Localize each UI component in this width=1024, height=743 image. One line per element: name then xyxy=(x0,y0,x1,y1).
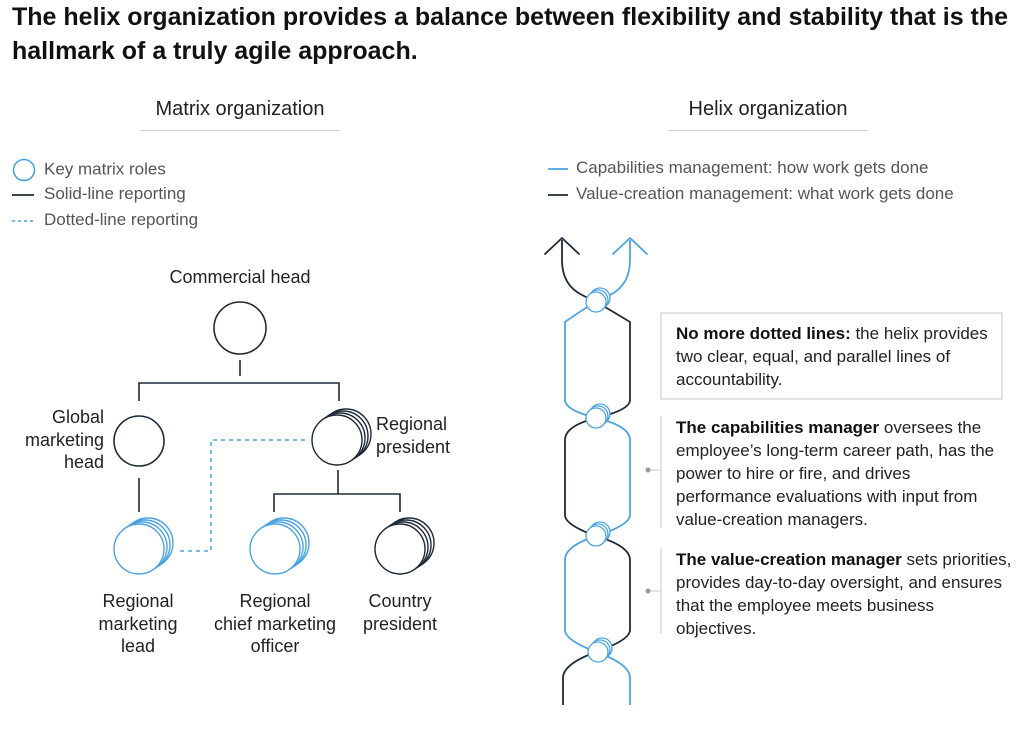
callout-body: sets priorities, provides day-to-day ove… xyxy=(676,550,1012,638)
legend-value-creation: Value-creation management: what work get… xyxy=(548,184,954,204)
blue-line-icon xyxy=(548,167,568,170)
helix-crossing-node xyxy=(585,403,611,429)
solid-line-icon xyxy=(12,193,34,196)
label-line: president xyxy=(376,436,451,457)
regional-cmo-node xyxy=(249,517,310,575)
dark-line-icon xyxy=(548,193,568,196)
regional-marketing-lead-label: Regional marketing lead xyxy=(78,590,198,658)
dotted-line-icon xyxy=(12,219,34,222)
label-line: marketing xyxy=(24,429,104,450)
matrix-heading-rule xyxy=(140,130,340,131)
callout-dot xyxy=(645,588,651,594)
helix-crossing-node xyxy=(587,637,613,663)
legend-key-roles: Key matrix roles xyxy=(12,158,166,182)
solid-reporting-lines xyxy=(138,360,401,512)
callout-dotted-lines: No more dotted lines: the helix provides… xyxy=(676,322,994,391)
legend-label: Value-creation management: what work get… xyxy=(576,184,954,203)
helix-crossing-node xyxy=(585,521,611,547)
commercial-head-label: Commercial head xyxy=(169,267,311,287)
callout-box xyxy=(660,312,1003,400)
callout-dot xyxy=(645,467,651,473)
label-line: chief marketing xyxy=(213,613,337,634)
legend-solid-line: Solid-line reporting xyxy=(12,184,186,204)
callout-bold: No more dotted lines: xyxy=(676,324,851,343)
regional-president-label: Regional president xyxy=(376,413,486,458)
chart-title: The helix organization provides a balanc… xyxy=(12,3,1009,65)
helix-heading: Helix organization xyxy=(688,98,848,120)
helix-crossing-node xyxy=(585,287,611,313)
label-line: head xyxy=(63,452,104,472)
callout-capabilities-manager: The capabilities manager oversees the em… xyxy=(676,416,1006,531)
helix-heading-rule xyxy=(668,130,868,131)
label-line: president xyxy=(362,613,438,634)
regional-cmo-label: Regional chief marketing officer xyxy=(200,590,350,658)
blue-arrow-icon xyxy=(612,237,648,255)
legend-label: Dotted-line reporting xyxy=(44,210,199,229)
label-line: lead xyxy=(120,636,156,656)
legend-label: Capabilities management: how work gets d… xyxy=(576,158,929,177)
circle-icon xyxy=(12,158,36,182)
label-line: officer xyxy=(250,636,300,656)
label-line: Global xyxy=(51,407,104,427)
callout-value-creation-manager: The value-creation manager sets prioriti… xyxy=(676,548,1016,640)
dark-arrow-icon xyxy=(544,237,580,255)
label-line: Regional xyxy=(102,591,174,611)
matrix-heading: Matrix organization xyxy=(155,98,325,120)
country-president-node xyxy=(374,517,435,575)
global-marketing-head-label: Global marketing head xyxy=(10,406,104,474)
legend-label: Solid-line reporting xyxy=(44,184,186,203)
legend-capabilities: Capabilities management: how work gets d… xyxy=(548,158,928,178)
callout-bold: The value-creation manager xyxy=(676,550,902,569)
label-line: marketing xyxy=(98,613,178,634)
callout-body: the helix provides two clear, equal, and… xyxy=(676,324,988,389)
label-line: Regional xyxy=(376,414,448,434)
label-line: Country xyxy=(368,591,432,611)
legend-dotted-line: Dotted-line reporting xyxy=(12,210,198,230)
callout-body: oversees the employee’s long-term career… xyxy=(676,418,995,529)
regional-marketing-lead-node xyxy=(113,517,174,575)
label-line: Regional xyxy=(239,591,311,611)
regional-president-node xyxy=(311,408,372,466)
global-marketing-head-node xyxy=(113,415,165,467)
callout-bold: The capabilities manager xyxy=(676,418,880,437)
commercial-head-node xyxy=(213,301,267,355)
legend-label: Key matrix roles xyxy=(44,159,166,179)
country-president-label: Country president xyxy=(350,590,450,635)
